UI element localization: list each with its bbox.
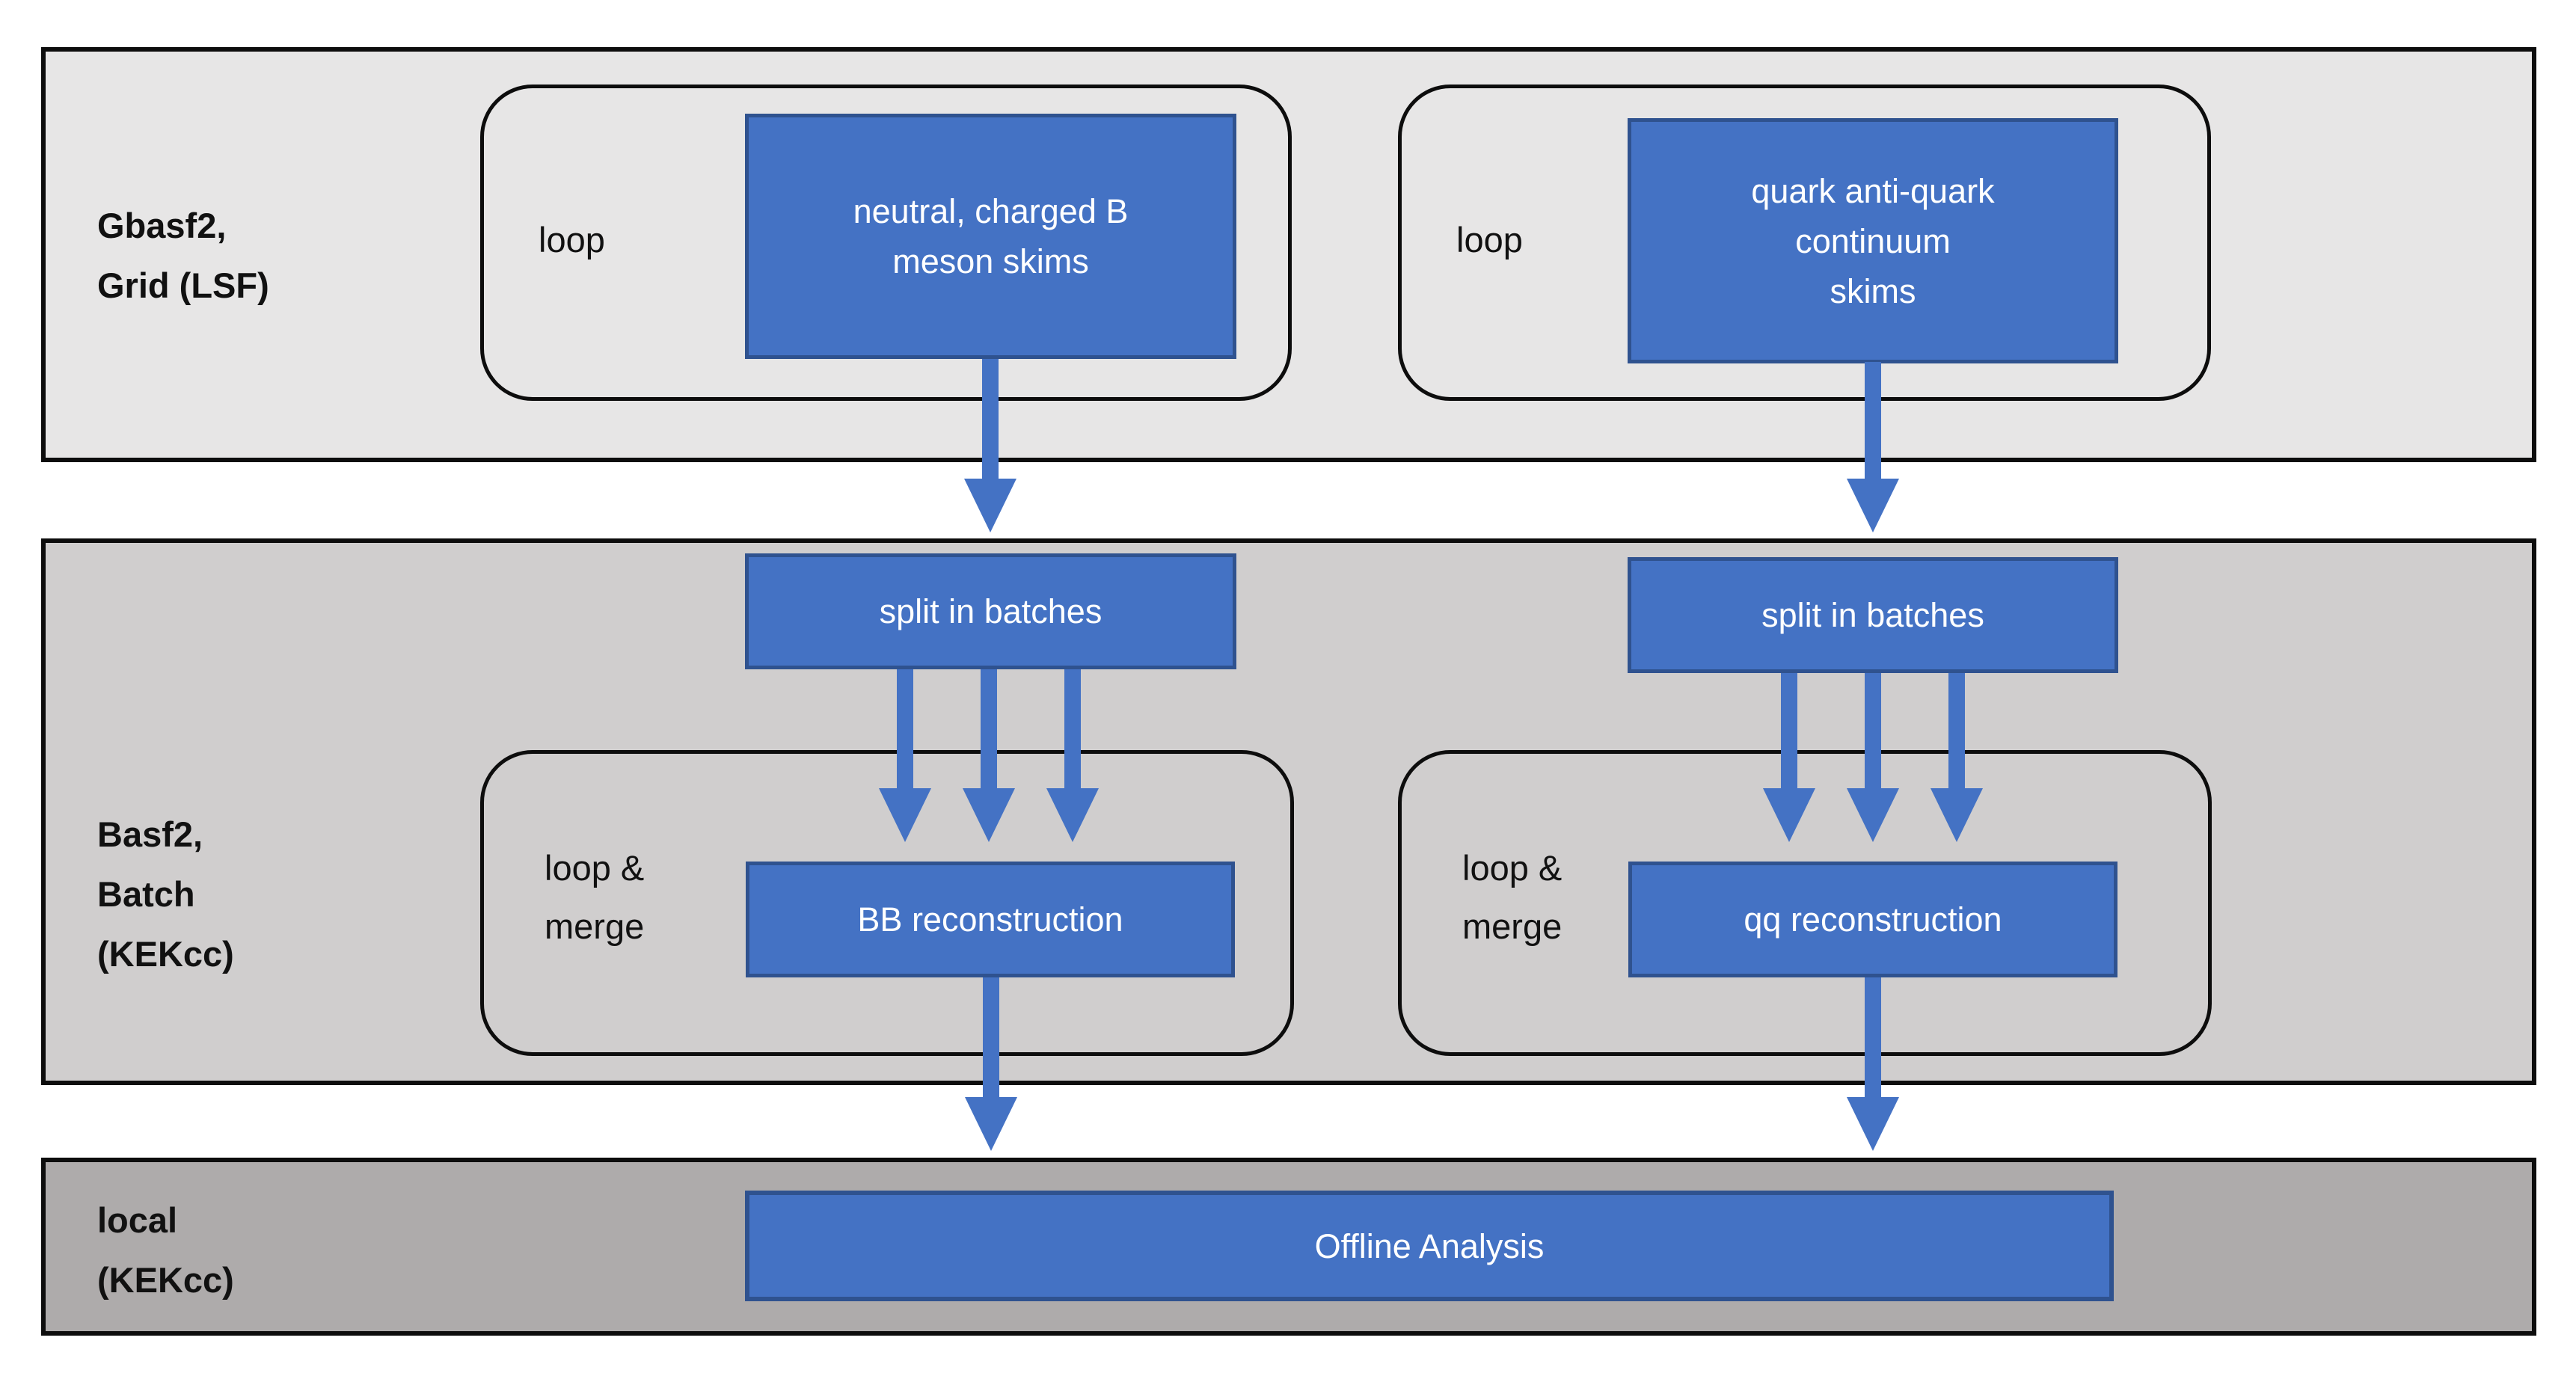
band-label-basf2-batch: Basf2, Batch (KEKcc) [97, 814, 234, 974]
loop-container-qq-reconstruction [1398, 750, 2212, 1056]
loop-container-continuum-skims [1398, 85, 2211, 401]
band-label-gbasf2-grid: Gbasf2, Grid (LSF) [97, 206, 269, 305]
arrow-split-left-2 [963, 669, 1015, 842]
arrow-qq-to-offline [1847, 977, 1899, 1151]
arrow-split-left-3 [1046, 669, 1099, 842]
band-basf2-batch [41, 538, 2536, 1085]
loop-label-b-skims: loop [539, 220, 605, 260]
arrow-split-left-1 [879, 669, 931, 842]
loop-container-bb-reconstruction [480, 750, 1294, 1056]
band-label-local-kekcc: local (KEKcc) [97, 1200, 234, 1300]
node-split-in-batches-left: split in batches [745, 553, 1236, 669]
arrow-bb-to-offline [965, 977, 1017, 1151]
node-offline-analysis: Offline Analysis [745, 1191, 2114, 1301]
arrow-split-right-1 [1763, 673, 1815, 842]
arrow-split-right-3 [1931, 673, 1983, 842]
node-qq-reconstruction: qq reconstruction [1628, 862, 2117, 977]
loop-label-qq-merge: loop & merge [1462, 848, 1563, 946]
arrow-b-skims-to-split [964, 359, 1016, 532]
node-b-meson-skims: neutral, charged B meson skims [745, 114, 1236, 359]
loop-label-bb-merge: loop & merge [545, 848, 645, 946]
node-split-in-batches-right: split in batches [1628, 557, 2118, 673]
arrow-continuum-to-split [1847, 362, 1899, 532]
loop-container-b-skims [480, 85, 1292, 401]
arrow-split-right-2 [1847, 673, 1899, 842]
loop-label-continuum-skims: loop [1456, 220, 1523, 260]
node-bb-reconstruction: BB reconstruction [746, 862, 1235, 977]
node-continuum-skims: quark anti-quark continuum skims [1628, 118, 2118, 363]
